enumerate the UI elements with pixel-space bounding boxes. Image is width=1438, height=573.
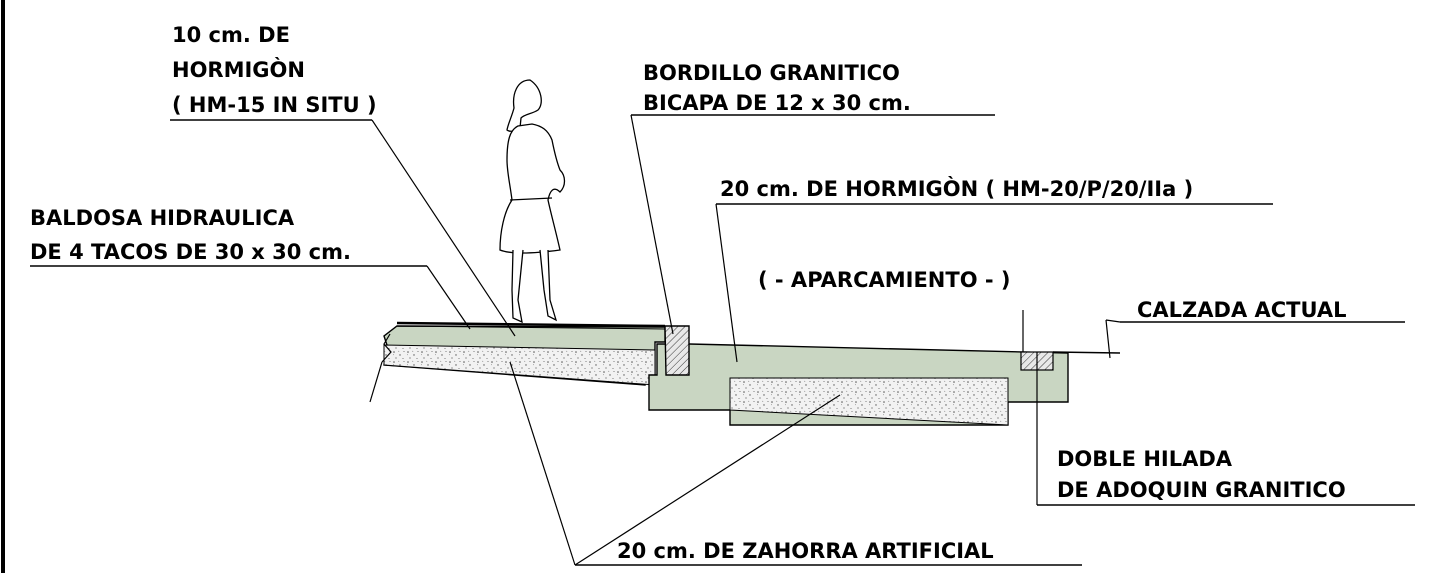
person-figure — [499, 79, 566, 324]
break-line-left — [381, 333, 392, 363]
label-zahorra: 20 cm. DE ZAHORRA ARTIFICIAL — [617, 539, 994, 563]
label-baldosa-line2: DE 4 TACOS DE 30 x 30 cm. — [30, 240, 351, 264]
label-hormigon-10-line3: ( HM-15 IN SITU ) — [172, 93, 377, 117]
label-baldosa-line1: BALDOSA HIDRAULICA — [30, 206, 295, 230]
label-bordillo-line2: BICAPA DE 12 x 30 cm. — [643, 91, 911, 115]
label-aparcamiento: ( - APARCAMIENTO - ) — [758, 268, 1010, 292]
existing-road-surface — [1052, 351, 1121, 354]
label-bordillo-line1: BORDILLO GRANITICO — [643, 61, 900, 85]
parking-gravel-layer — [729, 377, 1009, 426]
label-hormigon-10-line1: 10 cm. DE — [172, 23, 290, 47]
label-doble-hilada-line1: DOBLE HILADA — [1057, 447, 1233, 471]
label-calzada: CALZADA ACTUAL — [1137, 298, 1347, 322]
sidewalk-tile-surface — [396, 321, 666, 328]
label-hormigon-20: 20 cm. DE HORMIGÒN ( HM-20/P/20/IIa ) — [720, 176, 1193, 201]
label-doble-hilada-line2: DE ADOQUIN GRANITICO — [1057, 478, 1346, 502]
sidewalk-gravel-layer — [383, 344, 656, 386]
granite-curb — [664, 325, 690, 376]
label-hormigon-10-line2: HORMIGÒN — [172, 57, 305, 82]
